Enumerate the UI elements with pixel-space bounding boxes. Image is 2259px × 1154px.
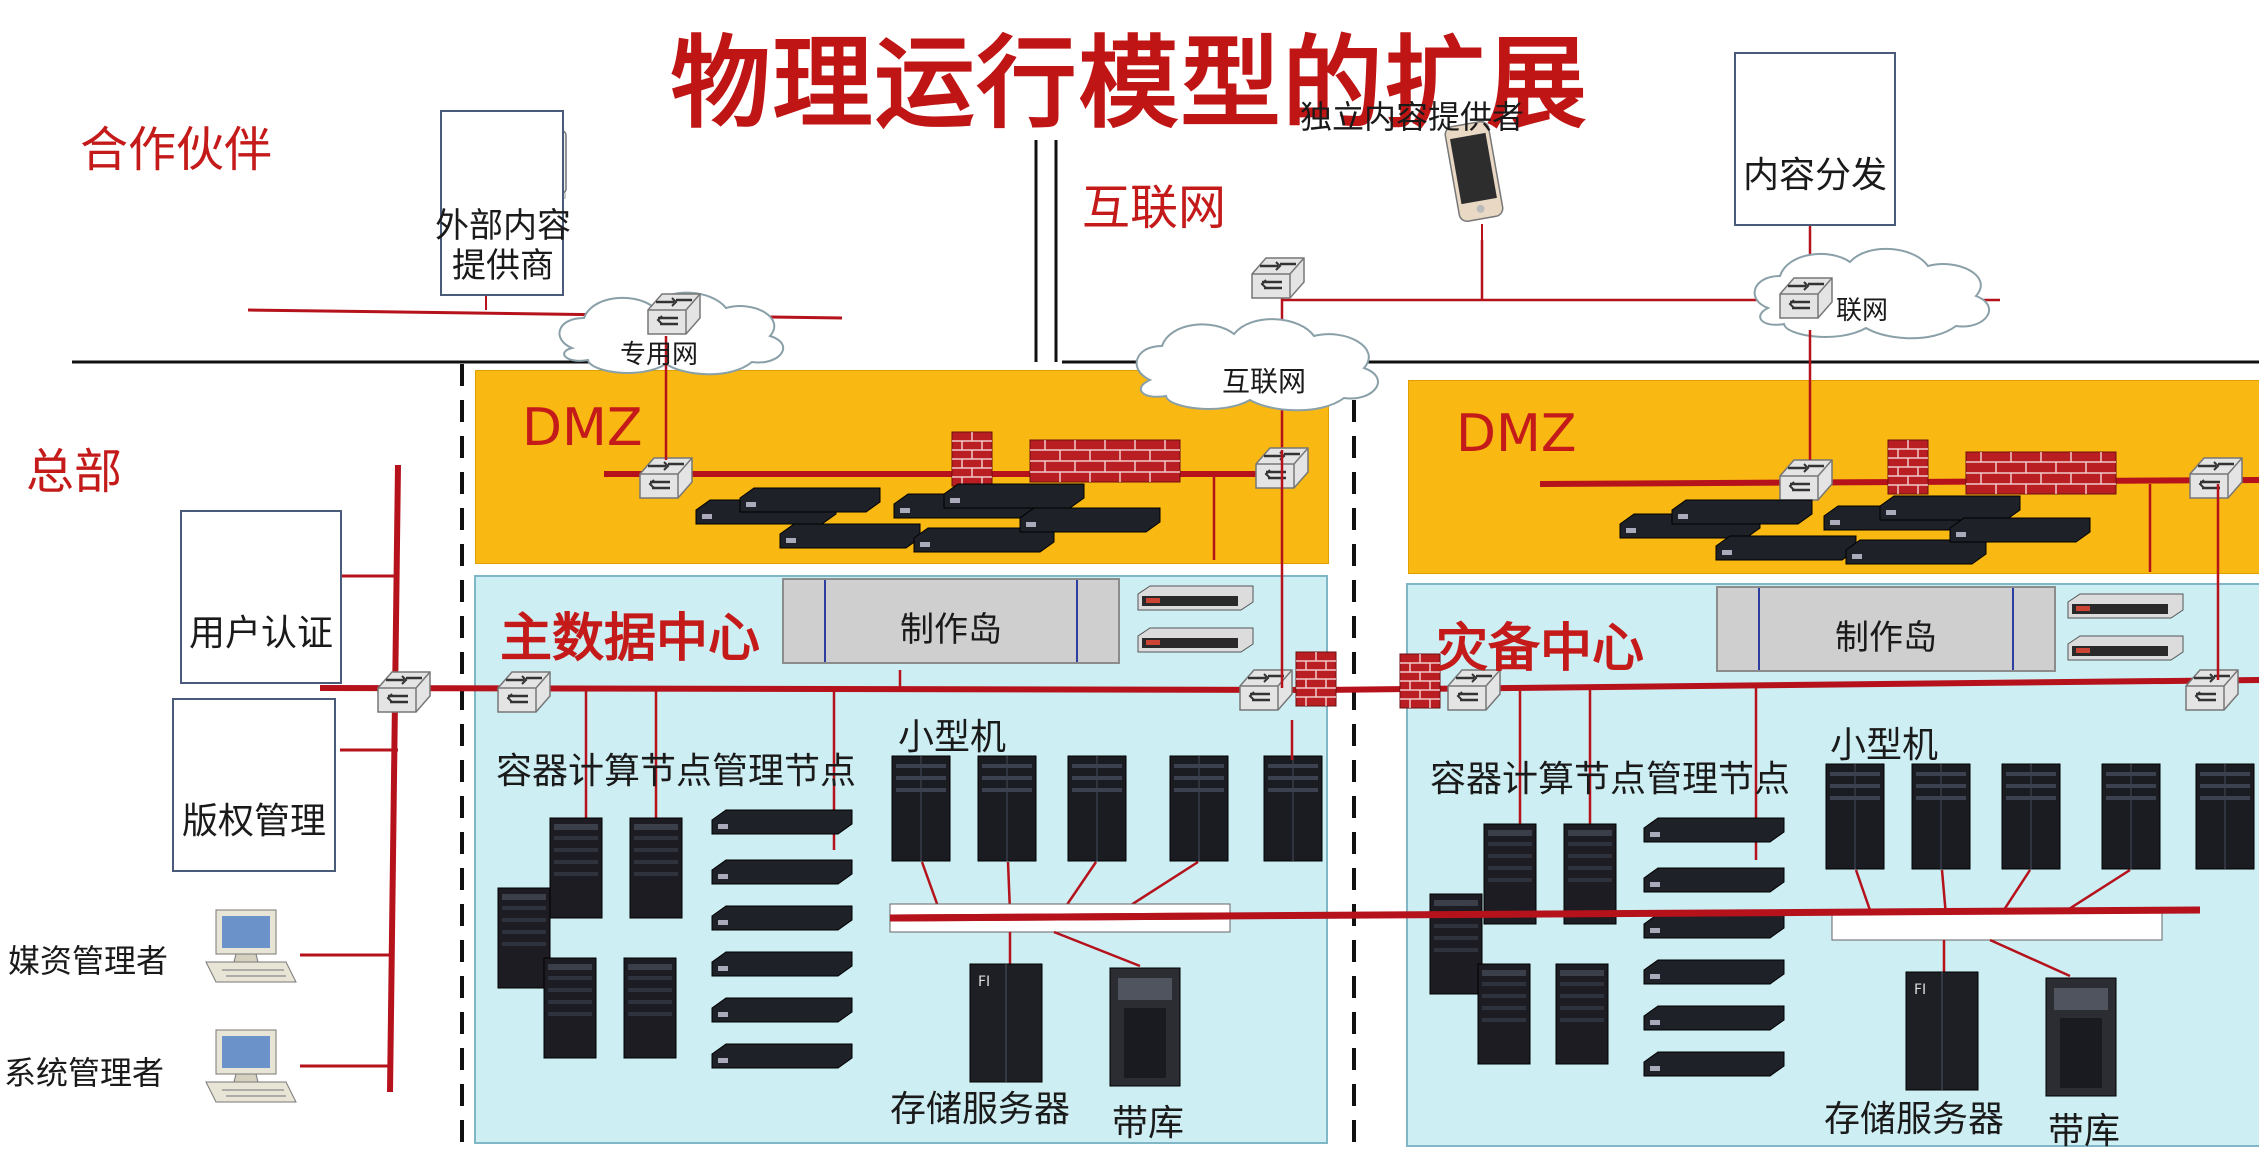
zone-internet-label: 互联网 bbox=[1082, 180, 1227, 236]
cloud-internet-label: 互联网 bbox=[1222, 365, 1307, 398]
dr-minicomputer-label: 小型机 bbox=[1830, 725, 1939, 766]
main-dc-title: 主数据中心 bbox=[500, 609, 761, 669]
main-dmz-label: DMZ bbox=[522, 398, 643, 458]
content-delivery-box bbox=[1734, 52, 1896, 226]
main-production-island: 制作岛 bbox=[782, 578, 1120, 664]
dr-production-island: 制作岛 bbox=[1716, 586, 2056, 672]
dr-dmz-label: DMZ bbox=[1456, 404, 1577, 464]
content-delivery-label: 内容分发 bbox=[1742, 155, 1887, 196]
external-provider-label: 外部内容提供商 bbox=[435, 206, 571, 286]
dr-tape-label: 带库 bbox=[2048, 1111, 2121, 1152]
zone-hq-label: 总部 bbox=[26, 444, 123, 500]
copyright-mgmt-label: 版权管理 bbox=[181, 801, 326, 842]
media-manager-label: 媒资管理者 bbox=[8, 942, 169, 980]
system-manager-label: 系统管理者 bbox=[4, 1054, 165, 1092]
user-auth-label: 用户认证 bbox=[188, 613, 333, 654]
dr-production-island-label: 制作岛 bbox=[1835, 618, 1937, 658]
zone-partner-label: 合作伙伴 bbox=[80, 122, 273, 178]
cloud-private-net-label: 专用网 bbox=[620, 340, 699, 370]
main-storage-label: 存储服务器 bbox=[890, 1089, 1071, 1130]
dr-storage-label: 存储服务器 bbox=[1824, 1099, 2005, 1140]
main-tape-label: 带库 bbox=[1112, 1103, 1185, 1144]
user-auth-box bbox=[180, 510, 342, 684]
main-minicomputer-label: 小型机 bbox=[898, 717, 1007, 758]
external-provider-box bbox=[440, 110, 564, 296]
main-production-island-label: 制作岛 bbox=[900, 610, 1002, 650]
cloud-internet-right-label: 联网 bbox=[1836, 296, 1889, 326]
copyright-mgmt-box bbox=[172, 698, 336, 872]
dr-dc-title: 灾备中心 bbox=[1436, 619, 1645, 679]
main-nodes-label: 容器计算节点管理节点 bbox=[496, 751, 857, 792]
independent-provider-label: 独立内容提供者 bbox=[1300, 98, 1525, 136]
page-title: 物理运行模型的扩展 bbox=[670, 25, 1589, 142]
dr-nodes-label: 容器计算节点管理节点 bbox=[1430, 759, 1791, 800]
